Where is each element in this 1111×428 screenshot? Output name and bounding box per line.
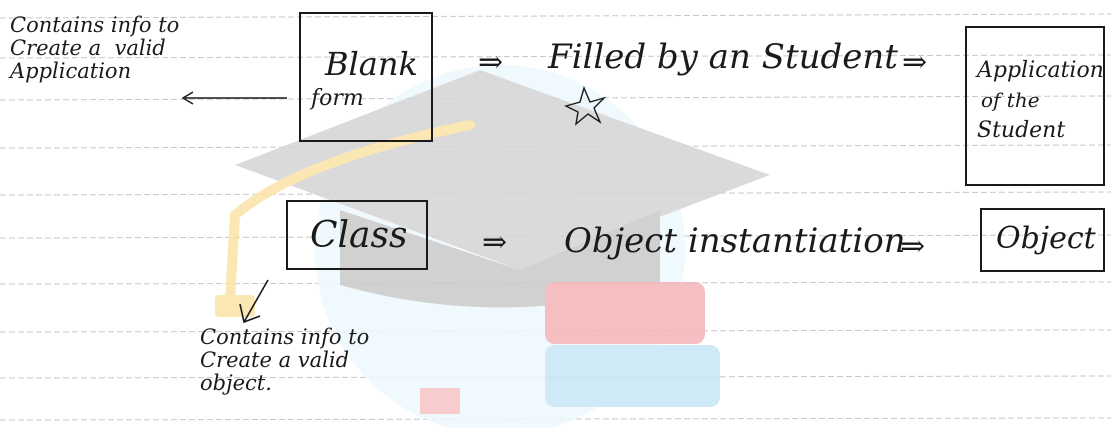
application-box: Application of the Student bbox=[965, 26, 1105, 186]
application-line-1: Application bbox=[977, 58, 1104, 83]
filled-by-student-label: Filled by an Student bbox=[548, 37, 898, 77]
implies-arrow-4: ⇒ bbox=[900, 229, 926, 264]
blank-form-line-2: form bbox=[311, 86, 364, 111]
object-box: Object bbox=[980, 208, 1105, 272]
blank-form-line-1: Blank bbox=[325, 45, 418, 83]
note-arrow-left bbox=[181, 91, 287, 105]
implies-arrow-3: ⇒ bbox=[482, 225, 508, 260]
star-doodle-icon bbox=[564, 85, 607, 126]
object-instantiation-label: Object instantiation bbox=[564, 221, 906, 261]
top-note-line-3: Application bbox=[10, 59, 132, 83]
class-box: Class bbox=[286, 200, 428, 270]
implies-arrow-2: ⇒ bbox=[902, 45, 928, 80]
class-note-arrow bbox=[239, 279, 269, 324]
bottom-note-line-2: Create a valid bbox=[200, 348, 350, 372]
application-line-2: of the bbox=[981, 88, 1040, 112]
bottom-note-line-3: object. bbox=[200, 371, 272, 395]
implies-arrow-1: ⇒ bbox=[478, 45, 504, 80]
top-note-line-2: Create a valid bbox=[10, 36, 166, 60]
top-note-line-1: Contains info to bbox=[10, 13, 180, 37]
application-line-3: Student bbox=[977, 118, 1066, 143]
bottom-note-line-1: Contains info to bbox=[200, 325, 370, 349]
bottom-note: Contains info to Create a valid object. bbox=[200, 326, 369, 395]
class-label: Class bbox=[310, 215, 408, 256]
top-note: Contains info to Create a valid Applicat… bbox=[10, 14, 179, 83]
blank-form-box: Blank form bbox=[299, 12, 433, 142]
object-label: Object bbox=[996, 221, 1096, 256]
